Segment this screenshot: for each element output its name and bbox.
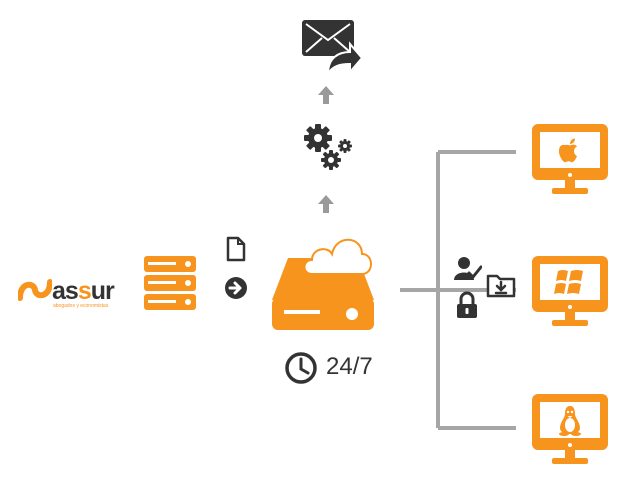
server-stack-icon [144,256,196,310]
cloud-server-icon [272,238,374,330]
arrow-right-circle-icon [225,277,247,299]
gears-icon [304,124,352,170]
uptime-label: 24/7 [326,353,373,380]
lock-icon [457,291,477,318]
document-icon [226,236,246,262]
clock-icon [285,352,317,384]
brand-name: assur [52,277,115,305]
brand-tagline: abogados y economistas [53,303,109,309]
download-folder-icon [486,274,516,298]
arrow-up-icon [318,86,334,104]
assur-logo-mark-icon [18,279,52,301]
linux-monitor-icon [532,394,608,464]
apple-monitor-icon [532,124,608,194]
user-check-icon [454,257,482,280]
envelope-forward-icon [302,20,362,75]
arrow-up-icon [318,195,334,213]
windows-monitor-icon [532,256,608,326]
